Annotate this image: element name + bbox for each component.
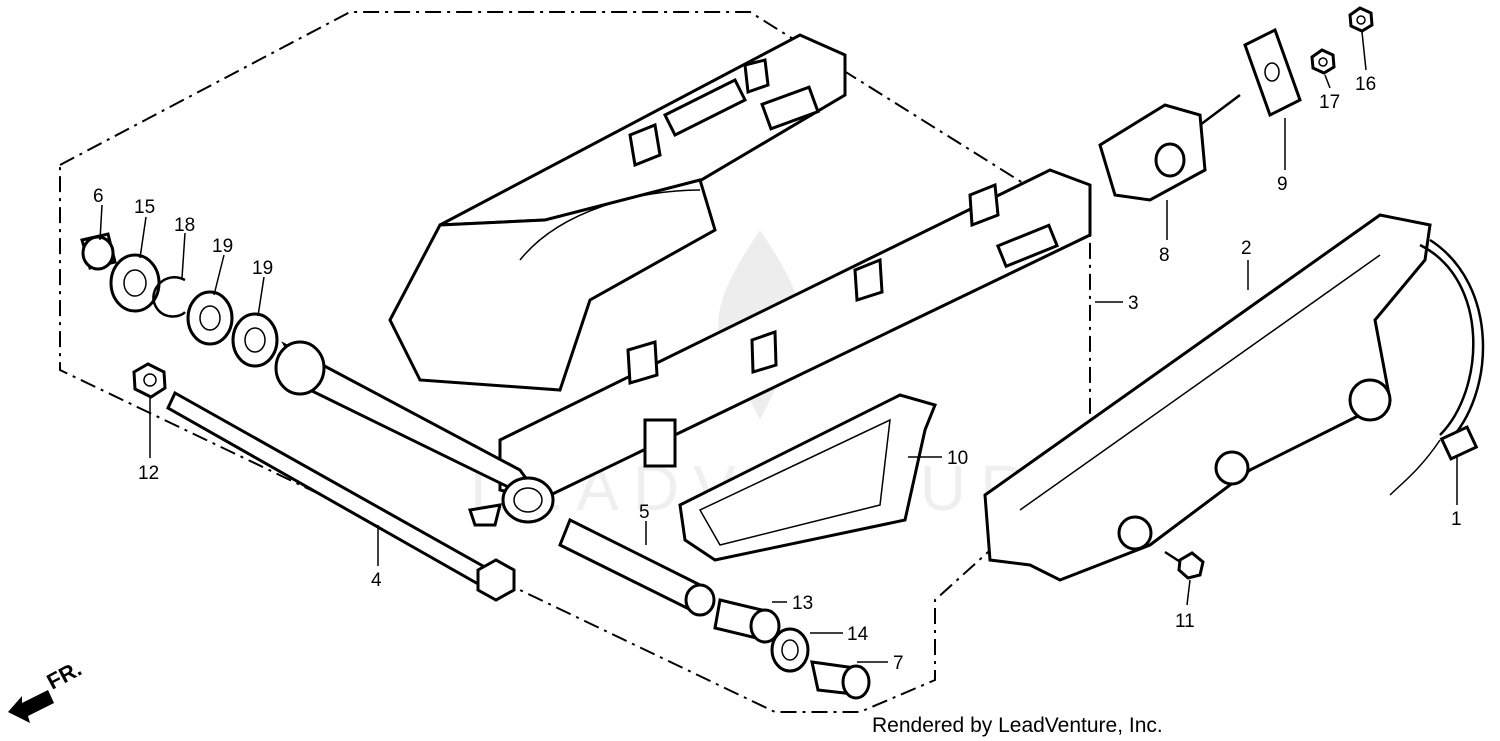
label-part-15: 15 xyxy=(134,197,155,218)
circlip-part-18 xyxy=(152,276,186,318)
label-part-19a: 19 xyxy=(212,236,233,257)
part-labels: 6 15 18 19 19 12 4 5 13 14 7 10 3 8 9 2 … xyxy=(93,74,1462,674)
front-marker-label: FR. xyxy=(43,656,86,695)
dust-seal-part-14 xyxy=(770,627,810,673)
drive-chain-part-1 xyxy=(1389,238,1485,496)
inner-collar-part-5 xyxy=(558,517,716,617)
label-part-2: 2 xyxy=(1241,238,1252,259)
needle-bearing-part-13 xyxy=(713,598,781,644)
label-part-16: 16 xyxy=(1355,74,1376,95)
front-direction-arrow-icon xyxy=(8,690,54,723)
bolt-part-11 xyxy=(1164,550,1205,580)
pivot-nut-part-12 xyxy=(132,362,167,399)
chain-case-part-2 xyxy=(983,213,1432,582)
leader-lines xyxy=(99,31,1458,663)
label-part-19b: 19 xyxy=(252,258,273,279)
dust-seal-part-15 xyxy=(109,253,161,313)
label-part-1: 1 xyxy=(1451,509,1462,530)
label-part-9: 9 xyxy=(1277,174,1288,195)
label-part-5: 5 xyxy=(639,502,650,523)
label-part-18: 18 xyxy=(174,215,195,236)
label-part-11: 11 xyxy=(1175,611,1195,632)
plate-part-9 xyxy=(1243,27,1302,118)
label-part-3: 3 xyxy=(1128,293,1139,314)
render-credit: Rendered by LeadVenture, Inc. xyxy=(872,714,1163,737)
chain-adjuster-part-8 xyxy=(1098,94,1241,202)
bearing-part-19a xyxy=(186,290,234,346)
collar-part-7 xyxy=(810,660,871,700)
assembly-boundary xyxy=(59,11,1091,713)
label-part-12: 12 xyxy=(138,463,159,484)
swingarm-part-3 xyxy=(274,33,1092,527)
collar-part-6 xyxy=(80,232,117,271)
label-part-6: 6 xyxy=(93,186,104,207)
label-part-10: 10 xyxy=(947,448,968,469)
chain-slider-part-10 xyxy=(678,393,938,562)
label-part-8: 8 xyxy=(1159,245,1170,266)
label-part-14: 14 xyxy=(847,624,869,645)
bearing-part-19b xyxy=(231,312,279,368)
label-part-7: 7 xyxy=(893,653,904,674)
pivot-bolt-part-4 xyxy=(166,390,516,602)
label-part-4: 4 xyxy=(371,570,382,591)
label-part-13: 13 xyxy=(792,593,813,614)
nut-part-17 xyxy=(1310,48,1336,75)
nut-part-16 xyxy=(1348,6,1374,33)
label-part-17: 17 xyxy=(1319,92,1340,113)
